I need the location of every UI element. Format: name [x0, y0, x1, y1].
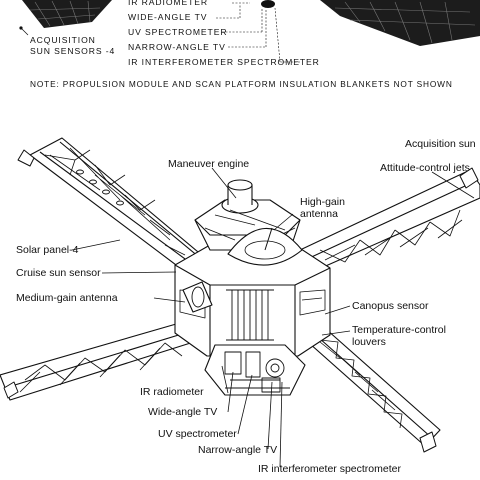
high-gain-antenna — [227, 227, 303, 266]
medium-gain-antenna-label: Medium-gain antenna — [16, 292, 118, 304]
acquisition-sun-sensors-label-2: SUN SENSORS -4 — [30, 46, 116, 56]
wide-angle-tv-label: Wide-angle TV — [148, 406, 218, 418]
main-spacecraft — [0, 137, 480, 453]
inset-narrow-angle-tv-label: NARROW-ANGLE TV — [128, 42, 226, 52]
ir-radiometer-label: IR radiometer — [140, 386, 204, 398]
inset-ir-radiometer-label: IR RADIOMETER — [128, 0, 208, 7]
narrow-angle-tv-label: Narrow-angle TV — [198, 444, 278, 456]
attitude-control-jets-label: Attitude-control jets — [380, 162, 470, 174]
inset-wide-angle-tv-label: WIDE-ANGLE TV — [128, 12, 208, 22]
solar-panel-label: Solar panel-4 — [16, 244, 79, 256]
insulation-note: NOTE: PROPULSION MODULE AND SCAN PLATFOR… — [30, 79, 453, 89]
temperature-control-label-2: louvers — [352, 336, 386, 348]
high-gain-antenna-label-1: High-gain — [300, 196, 345, 208]
solar-panel-lower-right — [299, 321, 441, 453]
uv-spectrometer-label: UV spectrometer — [158, 428, 237, 440]
solar-panel-upper-right — [299, 167, 480, 273]
inset-ir-interferometer-label: IR INTERFEROMETER SPECTROMETER — [128, 57, 320, 67]
inset-uv-spectrometer-label: UV SPECTROMETER — [128, 27, 228, 37]
canopus-sensor-label: Canopus sensor — [352, 300, 429, 312]
temperature-control-label-1: Temperature-control — [352, 324, 446, 336]
high-gain-antenna-label-2: antenna — [300, 208, 338, 220]
equipment-bus — [174, 244, 331, 357]
acquisition-sun-label: Acquisition sun — [405, 138, 476, 150]
maneuver-engine-label: Maneuver engine — [168, 158, 250, 170]
top-inset-drawing — [19, 0, 480, 63]
solar-panel-upper-left — [17, 137, 211, 281]
callout-leaders — [71, 167, 475, 468]
medium-gain-antenna — [182, 281, 213, 313]
ir-interferometer-spectrometer-label: IR interferometer spectrometer — [258, 463, 401, 475]
cruise-sun-sensor-label: Cruise sun sensor — [16, 267, 101, 279]
acquisition-sun-sensors-label-1: ACQUISITION — [30, 35, 96, 45]
scan-platform — [204, 344, 306, 396]
